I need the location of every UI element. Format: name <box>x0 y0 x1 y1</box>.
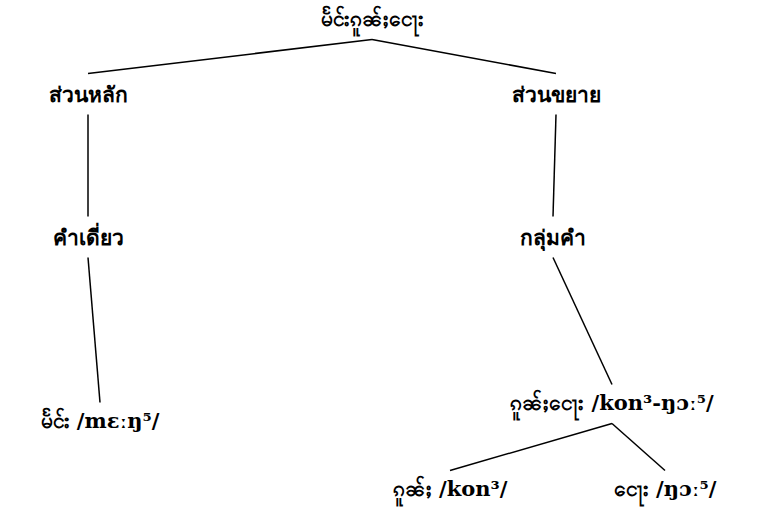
tree-branch <box>87 115 89 217</box>
tree-node: ငေႃး /ŋɔː⁵/ <box>610 473 721 508</box>
tree-node: မႅင်းၵူၼ်ႈငေႃး <box>317 3 428 38</box>
tree-node: မႅင်း /mɛːŋ⁵/ <box>37 405 164 440</box>
tree-node: ၵူၼ်ႈငေႃး /kon³-ŋɔː⁵/ <box>506 387 717 422</box>
tree-branch <box>612 424 665 471</box>
tree-branch <box>372 40 556 74</box>
node-label: คำเดี่ยว <box>53 225 124 250</box>
tree-node: ส่วนหลัก <box>45 76 132 113</box>
node-label: ၵူၼ်ႈ /kon³/ <box>393 476 508 501</box>
node-label: กลุ่มคำ <box>520 225 586 250</box>
tree-branch <box>553 115 556 217</box>
tree-branch <box>450 424 612 471</box>
tree-branch <box>88 258 100 403</box>
node-label: ส่วนหลัก <box>49 82 128 107</box>
tree-node: คำเดี่ยว <box>49 219 128 256</box>
node-label: ส่วนขยาย <box>512 82 601 107</box>
node-label: မႅင်းၵူၼ်ႈငေႃး <box>321 6 424 31</box>
tree-node: ส่วนขยาย <box>508 76 605 113</box>
tree-node: กลุ่มคำ <box>516 219 590 256</box>
tree-branch <box>88 40 372 74</box>
tree-node: ၵူၼ်ႈ /kon³/ <box>389 473 512 508</box>
node-label: မႅင်း /mɛːŋ⁵/ <box>41 408 160 433</box>
node-label: ငေႃး /ŋɔː⁵/ <box>614 476 717 501</box>
tree-branch <box>553 258 612 385</box>
node-label: ၵူၼ်ႈငေႃး /kon³-ŋɔː⁵/ <box>510 390 713 415</box>
